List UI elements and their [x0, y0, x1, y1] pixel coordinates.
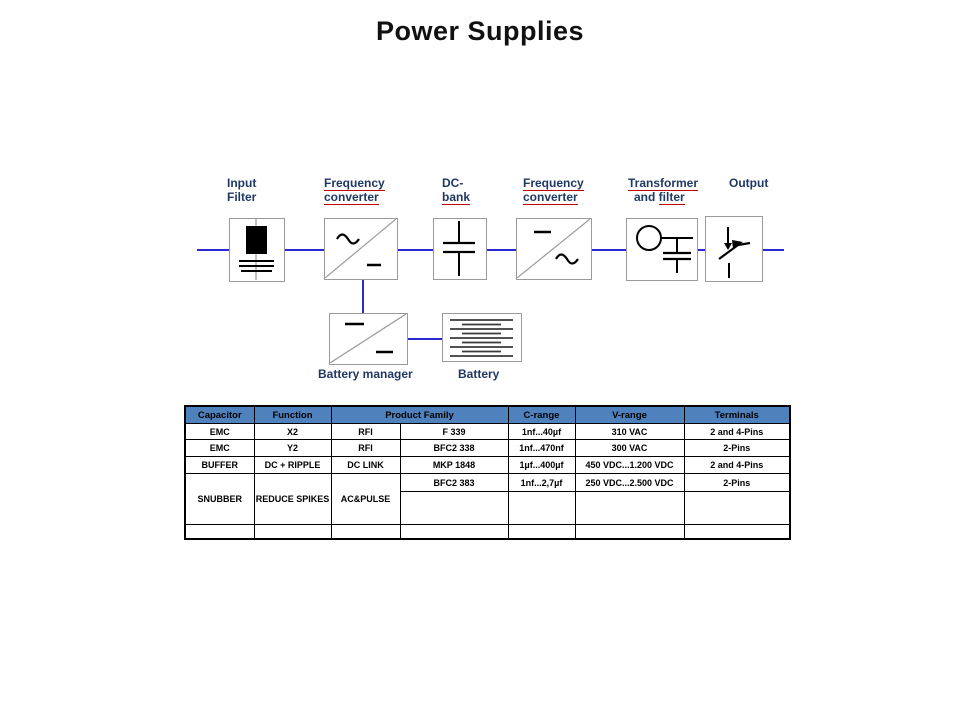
- cell: DC + RIPPLE: [253, 456, 332, 474]
- cell: 450 VDC...1.200 VDC: [574, 456, 685, 474]
- cell-empty: [399, 491, 509, 525]
- connector-line: [362, 280, 364, 313]
- cell-empty: [507, 491, 576, 525]
- cell: 310 VAC: [574, 423, 685, 440]
- cell: RFI: [330, 439, 401, 457]
- table-row-empty: [184, 524, 791, 540]
- table-row: SNUBBER REDUCE SPIKES AC&PULSE BFC2 383 …: [184, 473, 791, 525]
- cell: X2: [253, 423, 332, 440]
- cell-empty: [574, 491, 685, 525]
- label-output: Output: [729, 176, 768, 190]
- cell: AC&PULSE: [330, 473, 401, 525]
- cell-empty: [253, 524, 332, 540]
- col-header-capacitor: Capacitor: [184, 405, 255, 424]
- cell: 250 VDC...2.500 VDC: [574, 473, 685, 492]
- cell-empty: [507, 524, 576, 540]
- cell: BFC2 383: [399, 473, 509, 492]
- cell: 1nf...40µf: [507, 423, 576, 440]
- cell: REDUCE SPIKES: [253, 473, 332, 525]
- table-row: BUFFER DC + RIPPLE DC LINK MKP 1848 1µf.…: [184, 456, 791, 474]
- dc-bank-block: [433, 218, 487, 280]
- frequency-converter-2-block: [516, 218, 592, 280]
- label-tr-line2-filter: filter: [658, 190, 685, 205]
- cell: BFC2 338: [399, 439, 509, 457]
- cell: Y2: [253, 439, 332, 457]
- cell: EMC: [184, 423, 255, 440]
- label-input-filter: Input Filter: [227, 176, 256, 204]
- label-fc1-line2: converter: [324, 190, 379, 205]
- cell: 2-Pins: [683, 439, 791, 457]
- battery-block: [442, 313, 522, 362]
- label-input-line1: Input: [227, 176, 257, 190]
- cell-empty: [574, 524, 685, 540]
- label-input-line2: Filter: [227, 190, 257, 204]
- label-battery-manager: Battery manager: [318, 367, 413, 381]
- cell: DC LINK: [330, 456, 401, 474]
- cell: 2 and 4-Pins: [683, 423, 791, 440]
- table-row: EMC Y2 RFI BFC2 338 1nf...470nf 300 VAC …: [184, 439, 791, 457]
- label-frequency-converter-1: Frequency converter: [324, 176, 385, 205]
- input-filter-block: [229, 218, 285, 282]
- capacitor-bank-icon: [443, 221, 475, 276]
- connector-line: [408, 338, 442, 340]
- label-fc2-line1: Frequency: [523, 176, 584, 191]
- battery-manager-block: [329, 313, 408, 365]
- cell-empty: [184, 524, 255, 540]
- cell: 1nf...470nf: [507, 439, 576, 457]
- label-dc-bank: DC- bank: [442, 176, 471, 205]
- label-transformer-filter: Transformer and filter: [628, 176, 699, 205]
- connector-line: [487, 249, 516, 251]
- label-battery: Battery: [458, 367, 500, 381]
- col-header-v-range: V-range: [574, 405, 685, 424]
- battery-icon: [450, 319, 513, 357]
- col-header-terminals: Terminals: [683, 405, 791, 424]
- connector-line: [285, 249, 324, 251]
- table-row: EMC X2 RFI F 339 1nf...40µf 310 VAC 2 an…: [184, 423, 791, 440]
- cell: 1nf...2,7µf: [507, 473, 576, 492]
- label-fc2-line2: converter: [523, 190, 578, 205]
- capacitor-spec-table: Capacitor Function Product Family C-rang…: [184, 405, 791, 540]
- connector-line: [398, 249, 433, 251]
- col-header-c-range: C-range: [507, 405, 576, 424]
- label-fc1-line1: Frequency: [324, 176, 385, 191]
- dc-ac-converter-icon: [517, 219, 590, 278]
- cell: 300 VAC: [574, 439, 685, 457]
- table-header-row: Capacitor Function Product Family C-rang…: [184, 405, 791, 424]
- cell-empty: [330, 524, 401, 540]
- cell: MKP 1848: [399, 456, 509, 474]
- label-output-line1: Output: [729, 176, 769, 190]
- output-switch-icon: [718, 227, 751, 278]
- label-tr-line1: Transformer: [628, 176, 699, 191]
- connector-line: [592, 249, 626, 251]
- cell-empty: [683, 491, 791, 525]
- emi-filter-icon: [239, 219, 274, 280]
- label-dc-line1: DC-: [442, 176, 464, 190]
- col-header-function: Function: [253, 405, 332, 424]
- cell: F 339: [399, 423, 509, 440]
- cell: 1µf...400µf: [507, 456, 576, 474]
- cell-empty: [399, 524, 509, 540]
- cell: SNUBBER: [184, 473, 255, 525]
- cell-empty: [683, 524, 791, 540]
- dc-dc-converter-icon: [330, 314, 406, 363]
- ac-dc-converter-icon: [325, 219, 396, 278]
- transformer-filter-icon: [636, 225, 693, 273]
- cell: RFI: [330, 423, 401, 440]
- connector-line: [763, 249, 784, 251]
- connector-line: [197, 249, 229, 251]
- frequency-converter-1-block: [324, 218, 398, 280]
- cell: 2 and 4-Pins: [683, 456, 791, 474]
- cell: EMC: [184, 439, 255, 457]
- transformer-filter-block: [626, 218, 698, 281]
- label-dc-line2: bank: [442, 190, 471, 205]
- connector-line: [698, 249, 705, 251]
- table-row-empty: [185, 491, 791, 525]
- output-block: [705, 216, 763, 282]
- page-title: Power Supplies: [375, 16, 585, 46]
- cell: 2-Pins: [683, 473, 791, 492]
- label-tr-line2-and: and: [634, 190, 659, 204]
- label-frequency-converter-2: Frequency converter: [523, 176, 584, 205]
- col-header-product-family: Product Family: [330, 405, 509, 424]
- cell: BUFFER: [184, 456, 255, 474]
